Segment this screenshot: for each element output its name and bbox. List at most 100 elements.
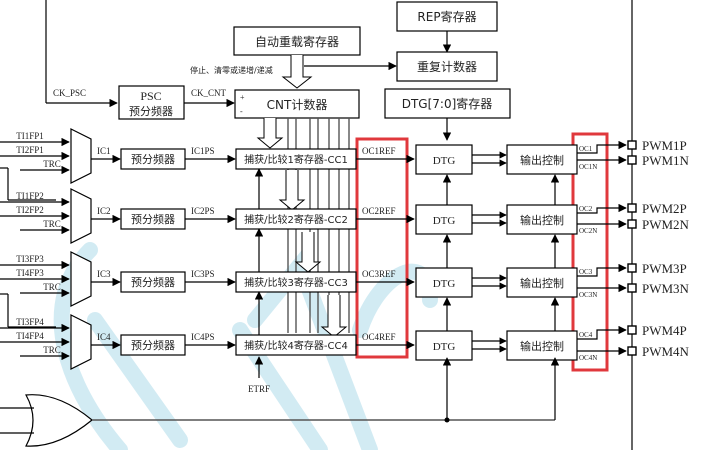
ic-label: IC3: [97, 269, 111, 279]
mux-input-label: TI3FP4: [16, 317, 44, 327]
prescaler-label: 预分频器: [131, 212, 175, 226]
capture-compare-register-label: 捕获/比较4寄存器-CC4: [244, 339, 348, 352]
output-control-label: 输出控制: [520, 153, 564, 167]
ck-cnt-label: CK_CNT: [191, 88, 227, 98]
prescaler-label: 预分频器: [131, 152, 175, 166]
control-note: 停止、清零或递增/递减: [190, 65, 273, 75]
dtg-label: DTG: [433, 155, 456, 167]
input-routing: [0, 167, 56, 328]
oc-line: [577, 325, 627, 340]
mux-input-label: TRC: [43, 345, 61, 355]
repeat-counter-label: 重复计数器: [417, 59, 477, 74]
ocref-highlight: [355, 137, 409, 359]
mux-input-label: TI2FP2: [16, 205, 44, 215]
icps-label: IC1PS: [191, 146, 215, 156]
cnt-counter-box: [234, 89, 360, 119]
reload-to-cnt-arrow: [281, 55, 313, 89]
output-pin: [627, 219, 637, 229]
oc-label: OC4: [579, 331, 593, 339]
ic-label: IC2: [97, 206, 111, 216]
mux-input-label: TRC: [43, 219, 61, 229]
ocref-label: OC1REF: [362, 146, 396, 156]
mux-input-label: TI4FP4: [16, 331, 44, 341]
oc-line: [577, 263, 627, 277]
mux-input-label: TI2FP1: [16, 145, 44, 155]
input-mux: [70, 251, 92, 307]
repeat-counter-box: [396, 51, 498, 82]
capture-compare-register-label: 捕获/比较3寄存器-CC3: [244, 276, 348, 289]
prescaler-label: 预分频器: [131, 338, 175, 352]
output-pin: [627, 155, 637, 165]
oc-label: OC1: [579, 145, 593, 153]
output-control-label: 输出控制: [520, 213, 564, 227]
ocn-label: OC4N: [579, 354, 597, 362]
ocref-label: OC2REF: [362, 206, 396, 216]
cnt-minus: -: [240, 107, 243, 116]
oc-line: [577, 203, 627, 214]
oc-label: OC3: [579, 268, 593, 276]
auto-reload-register-label: 自动重载寄存器: [255, 34, 339, 49]
ic-label: IC4: [97, 332, 111, 342]
ck-psc-label: CK_PSC: [53, 88, 86, 98]
mux-input-label: TI4FP3: [16, 268, 44, 278]
pwm-p-label: PWM2P: [642, 201, 687, 216]
pwm-n-label: PWM4N: [642, 344, 690, 359]
cnt-plus: +: [240, 93, 245, 102]
oc-line: [577, 140, 627, 154]
input-mux: [70, 188, 92, 244]
output-control-label: 输出控制: [520, 339, 564, 353]
dtg-box: [415, 330, 473, 361]
pwm-p-label: PWM4P: [642, 323, 687, 338]
dtg-label: DTG: [433, 341, 456, 353]
mux-input-label: TRC: [43, 282, 61, 292]
output-control-label: 输出控制: [520, 276, 564, 290]
mux-input-label: TI3FP3: [16, 254, 44, 264]
psc-label: PSC: [140, 89, 161, 103]
output-control-box: [506, 144, 578, 175]
mux-input-label: TI1FP2: [16, 191, 44, 201]
psc-box: [118, 85, 185, 120]
icps-label: IC3PS: [191, 269, 215, 279]
dtg-box: [415, 144, 473, 175]
pwm-n-label: PWM1N: [642, 153, 690, 168]
dtg-label: DTG: [433, 215, 456, 227]
dtg-label: DTG: [433, 278, 456, 290]
rep-register-label: REP寄存器: [417, 9, 476, 24]
output-control-box: [506, 204, 578, 235]
auto-reload-register-box: [233, 26, 361, 56]
ocn-label: OC3N: [579, 291, 597, 299]
dtg-register-label: DTG[7:0]寄存器: [402, 96, 493, 111]
icps-label: IC2PS: [191, 206, 215, 216]
output-pin: [627, 283, 637, 293]
icps-label: IC4PS: [191, 332, 215, 342]
output-pin: [627, 325, 637, 335]
pwm-p-label: PWM1P: [642, 138, 687, 153]
output-control-box: [506, 330, 578, 361]
pwm-n-label: PWM3N: [642, 281, 690, 296]
input-mux: [70, 128, 92, 184]
dtg-register-box: [384, 88, 511, 119]
capture-compare-register-label: 捕获/比较2寄存器-CC2: [244, 213, 348, 226]
or-gate: [25, 394, 93, 447]
ocn-label: OC1N: [579, 163, 597, 171]
capture-compare-register-label: 捕获/比较1寄存器-CC1: [244, 153, 348, 166]
dtg-box: [415, 267, 473, 298]
ocref-label: OC4REF: [362, 332, 396, 342]
input-mux: [70, 314, 92, 370]
dtg-box: [415, 204, 473, 235]
ocn-label: OC2N: [579, 227, 597, 235]
output-pin: [627, 263, 637, 273]
prescaler-label: 预分频器: [131, 275, 175, 289]
oc-outputs-highlight: [571, 132, 609, 372]
ocref-label: OC3REF: [362, 269, 396, 279]
psc-sublabel: 预分频器: [129, 104, 173, 118]
cnt-to-cc1-arrow: [256, 118, 284, 149]
cnt-to-cc2-arrow: [278, 170, 306, 211]
cnt-counter-label: CNT计数器: [267, 97, 328, 112]
output-pin: [627, 346, 637, 356]
output-pin: [627, 140, 637, 150]
ic-label: IC1: [97, 146, 111, 156]
pwm-p-label: PWM3P: [642, 261, 687, 276]
oc-label: OC2: [579, 205, 593, 213]
mux-input-label: TRC: [43, 159, 61, 169]
